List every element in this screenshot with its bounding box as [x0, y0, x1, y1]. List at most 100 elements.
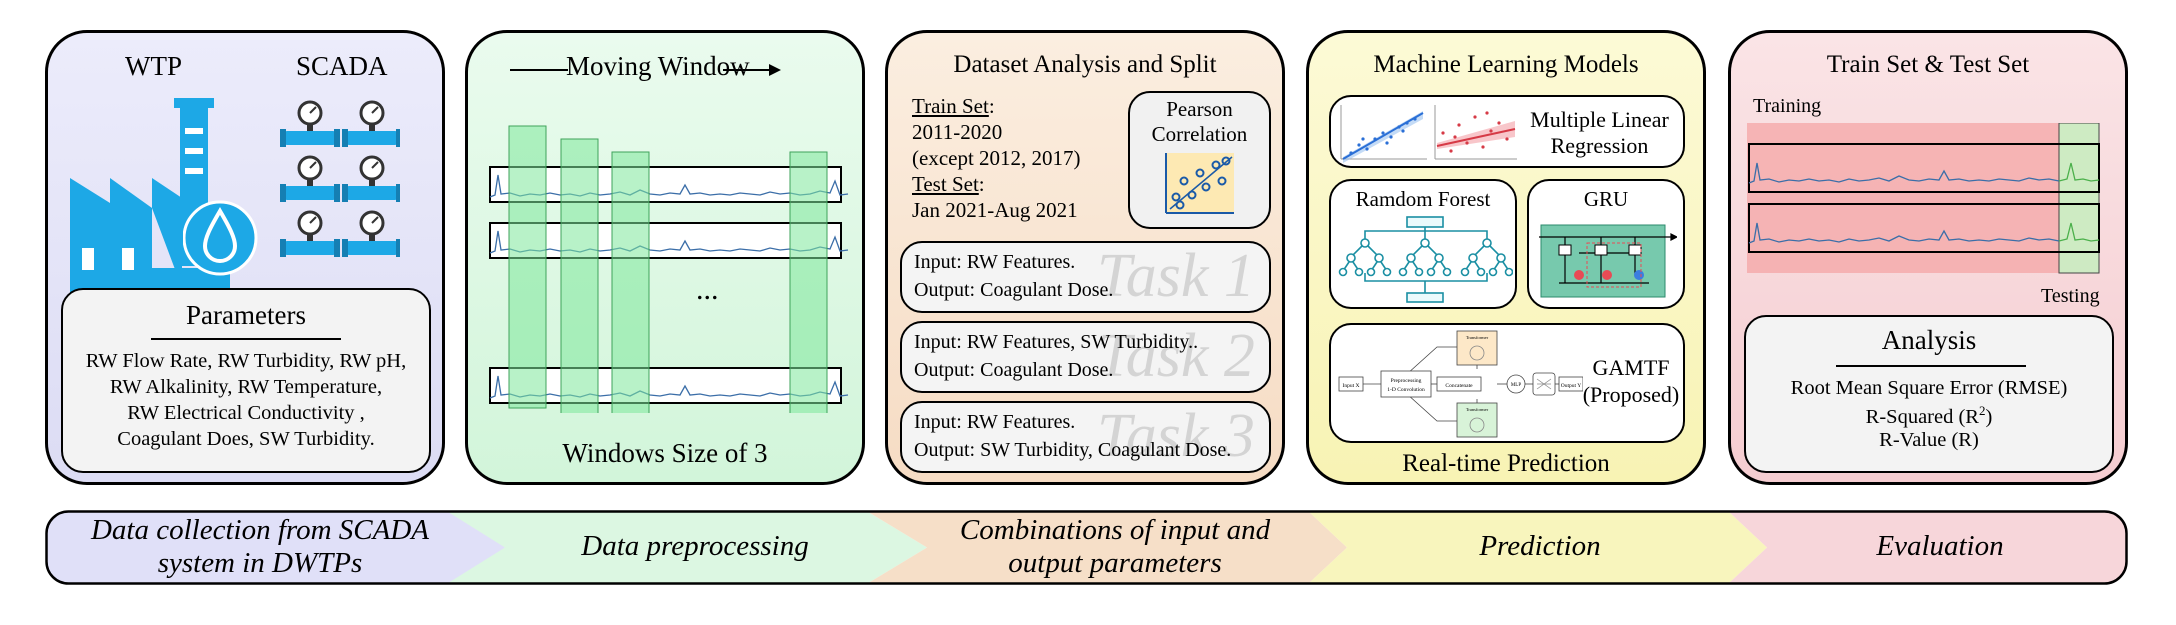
panel-ml-models: Machine Learning Models Mu	[1306, 30, 1706, 485]
metric-r2-suffix: )	[1985, 405, 1993, 428]
gamtf-output-text: Output Y	[1561, 383, 1581, 389]
train-except: (except 2012, 2017)	[912, 146, 1081, 170]
metric-r2: R-Squared (R2)	[1746, 403, 2112, 429]
pearson-line-2: Correlation	[1151, 122, 1248, 146]
task-3-card: Task 3 Input: RW Features. Output: SW Tu…	[900, 401, 1271, 473]
mlr-line-1: Multiple Linear	[1530, 107, 1669, 132]
pipeline-stage-3-line-2: output parameters	[1008, 547, 1222, 579]
gamtf-mlp-text: MLP	[1511, 383, 1522, 388]
realtime-prediction-label: Real-time Prediction	[1402, 450, 1610, 477]
task-2-input: Input: RW Features, SW Turbidity..	[914, 331, 1199, 353]
gamtf-preprocess-text: Preprocessing	[1391, 378, 1422, 384]
wtp-label: WTP	[125, 51, 182, 81]
pipeline-stage-4-label: Prediction	[1335, 530, 1745, 563]
window-size-label: Windows Size of 3	[562, 438, 768, 468]
gamtf-input-text: Input X	[1343, 383, 1360, 389]
task-2-card: Task 2 Input: RW Features, SW Turbidity.…	[900, 321, 1271, 393]
metric-r2-sup: 2	[1978, 403, 1986, 418]
gamtf-line-1: GAMTF	[1592, 355, 1670, 380]
metric-rmse: Root Mean Square Error (RMSE)	[1790, 377, 2068, 399]
scatter-plot-icon	[1165, 153, 1234, 214]
parameters-line-1: RW Flow Rate, RW Turbidity, RW pH,	[85, 350, 407, 372]
parameters-card: Parameters RW Flow Rate, RW Turbidity, R…	[61, 288, 431, 473]
mlr-card: Multiple Linear Regression	[1329, 95, 1685, 168]
pipeline-bar: Data collection from SCADA system in DWT…	[45, 510, 2128, 585]
gamtf-conv-text: 1-D Convolution	[1387, 387, 1425, 393]
arrow-left-icon	[510, 69, 568, 71]
pipeline-stage-4-shape	[1307, 511, 1767, 584]
task-1-card: Task 1 Input: RW Features. Output: Coagu…	[900, 241, 1271, 313]
factory-icon	[70, 98, 230, 293]
neural-network-icon: Input X Preprocessing 1-D Convolution Tr…	[1338, 330, 1583, 438]
train-test-title: Train Set & Test Set	[1826, 51, 2030, 78]
gamtf-concat-text: Concatenate	[1445, 383, 1473, 389]
analysis-divider	[1836, 365, 2026, 367]
analysis-card: Analysis Root Mean Square Error (RMSE) R…	[1744, 315, 2114, 473]
moving-window-title: Moving Window	[566, 51, 750, 81]
pipeline-stage-5-label: Evaluation	[1755, 530, 2125, 563]
pipeline-stage-1-line-1: Data collection from SCADA	[90, 514, 430, 546]
pipeline-stage-2-line-1: Data preprocessing	[581, 530, 809, 562]
test-set-colon: :	[978, 172, 985, 196]
task-2-watermark: Task 2	[1097, 322, 1255, 390]
parameters-line-2: RW Alkalinity, RW Temperature,	[109, 376, 383, 398]
pipeline-stage-3-label: Combinations of input and output paramet…	[905, 514, 1325, 580]
window-ellipsis: ...	[696, 273, 719, 306]
panel-evaluation: Train Set & Test Set Training Testing An…	[1728, 30, 2128, 485]
pipeline-stage-2-shape	[445, 511, 927, 584]
arrow-right-icon	[723, 64, 781, 76]
pipeline-stage-1-label: Data collection from SCADA system in DWT…	[45, 514, 475, 580]
train-set-colon: :	[988, 94, 995, 118]
task-3-input: Input: RW Features.	[914, 411, 1076, 433]
gru-card: GRU	[1527, 179, 1685, 309]
ml-models-title: Machine Learning Models	[1373, 51, 1639, 78]
metric-r2-prefix: R-Squared (R	[1865, 405, 1979, 428]
pipeline-stage-4-line-1: Prediction	[1479, 530, 1601, 562]
gamtf-top-text: Transformer	[1466, 335, 1489, 340]
random-forest-label: Ramdom Forest	[1355, 187, 1491, 211]
parameters-title: Parameters	[186, 300, 306, 330]
task-1-output: Output: Coagulant Dose.	[914, 279, 1114, 301]
gamtf-line-2: (Proposed)	[1582, 382, 1680, 407]
water-drop-icon	[183, 200, 258, 276]
training-label: Training	[1753, 95, 1822, 117]
pipeline-stage-5-line-1: Evaluation	[1876, 530, 2004, 562]
panel-moving-window: Moving Window ... Windows Size of 3	[465, 30, 865, 485]
mlr-line-2: Regression	[1550, 133, 1649, 158]
pearson-line-1: Pearson	[1166, 97, 1233, 121]
pipeline-stage-3-shape	[865, 511, 1347, 584]
parameters-line-4: Coagulant Does, SW Turbidity.	[117, 428, 375, 450]
task-3-watermark: Task 3	[1097, 402, 1255, 470]
task-1-input: Input: RW Features.	[914, 251, 1076, 273]
task-2-output: Output: Coagulant Dose.	[914, 359, 1114, 381]
task-1-watermark: Task 1	[1097, 242, 1255, 310]
pipeline-stage-1-shape	[46, 511, 505, 584]
task-3-output: Output: SW Turbidity, Coagulant Dose.	[914, 439, 1232, 461]
gamtf-card: Input X Preprocessing 1-D Convolution Tr…	[1329, 323, 1685, 443]
testing-label: Testing	[2041, 285, 2100, 307]
test-set-label-text: Test Set	[912, 172, 979, 196]
metric-r: R-Value (R)	[1879, 429, 1979, 451]
pipeline-stage-2-label: Data preprocessing	[485, 530, 905, 563]
train-test-plot	[1747, 123, 2100, 274]
decision-tree-icon	[1338, 216, 1513, 303]
gru-label: GRU	[1583, 187, 1629, 211]
parameters-line-3: RW Electrical Conductivity ,	[127, 402, 365, 424]
panel-dataset-analysis: Dataset Analysis and Split Train Set: 20…	[885, 30, 1285, 485]
gamtf-bottom-text: Transformer	[1466, 407, 1489, 412]
pipeline-stage-3-line-1: Combinations of input and	[959, 514, 1271, 546]
dataset-title: Dataset Analysis and Split	[953, 51, 1217, 78]
train-set-label-text: Train Set	[912, 94, 989, 118]
pressure-gauge-icon	[280, 100, 400, 259]
panel-data-collection: WTP SCADA	[45, 30, 445, 485]
pearson-card: Pearson Correlation	[1128, 91, 1271, 229]
random-forest-card: Ramdom Forest	[1329, 179, 1517, 309]
test-set-label: Test Set:	[912, 172, 985, 197]
test-range: Jan 2021-Aug 2021	[912, 198, 1078, 222]
pipeline-arrows	[45, 510, 2128, 585]
pipeline-stage-5-shape	[1727, 511, 2127, 584]
scada-label: SCADA	[296, 51, 388, 81]
parameters-divider	[151, 338, 341, 340]
gru-cell-icon	[1539, 224, 1677, 298]
analysis-title: Analysis	[1881, 325, 1977, 355]
